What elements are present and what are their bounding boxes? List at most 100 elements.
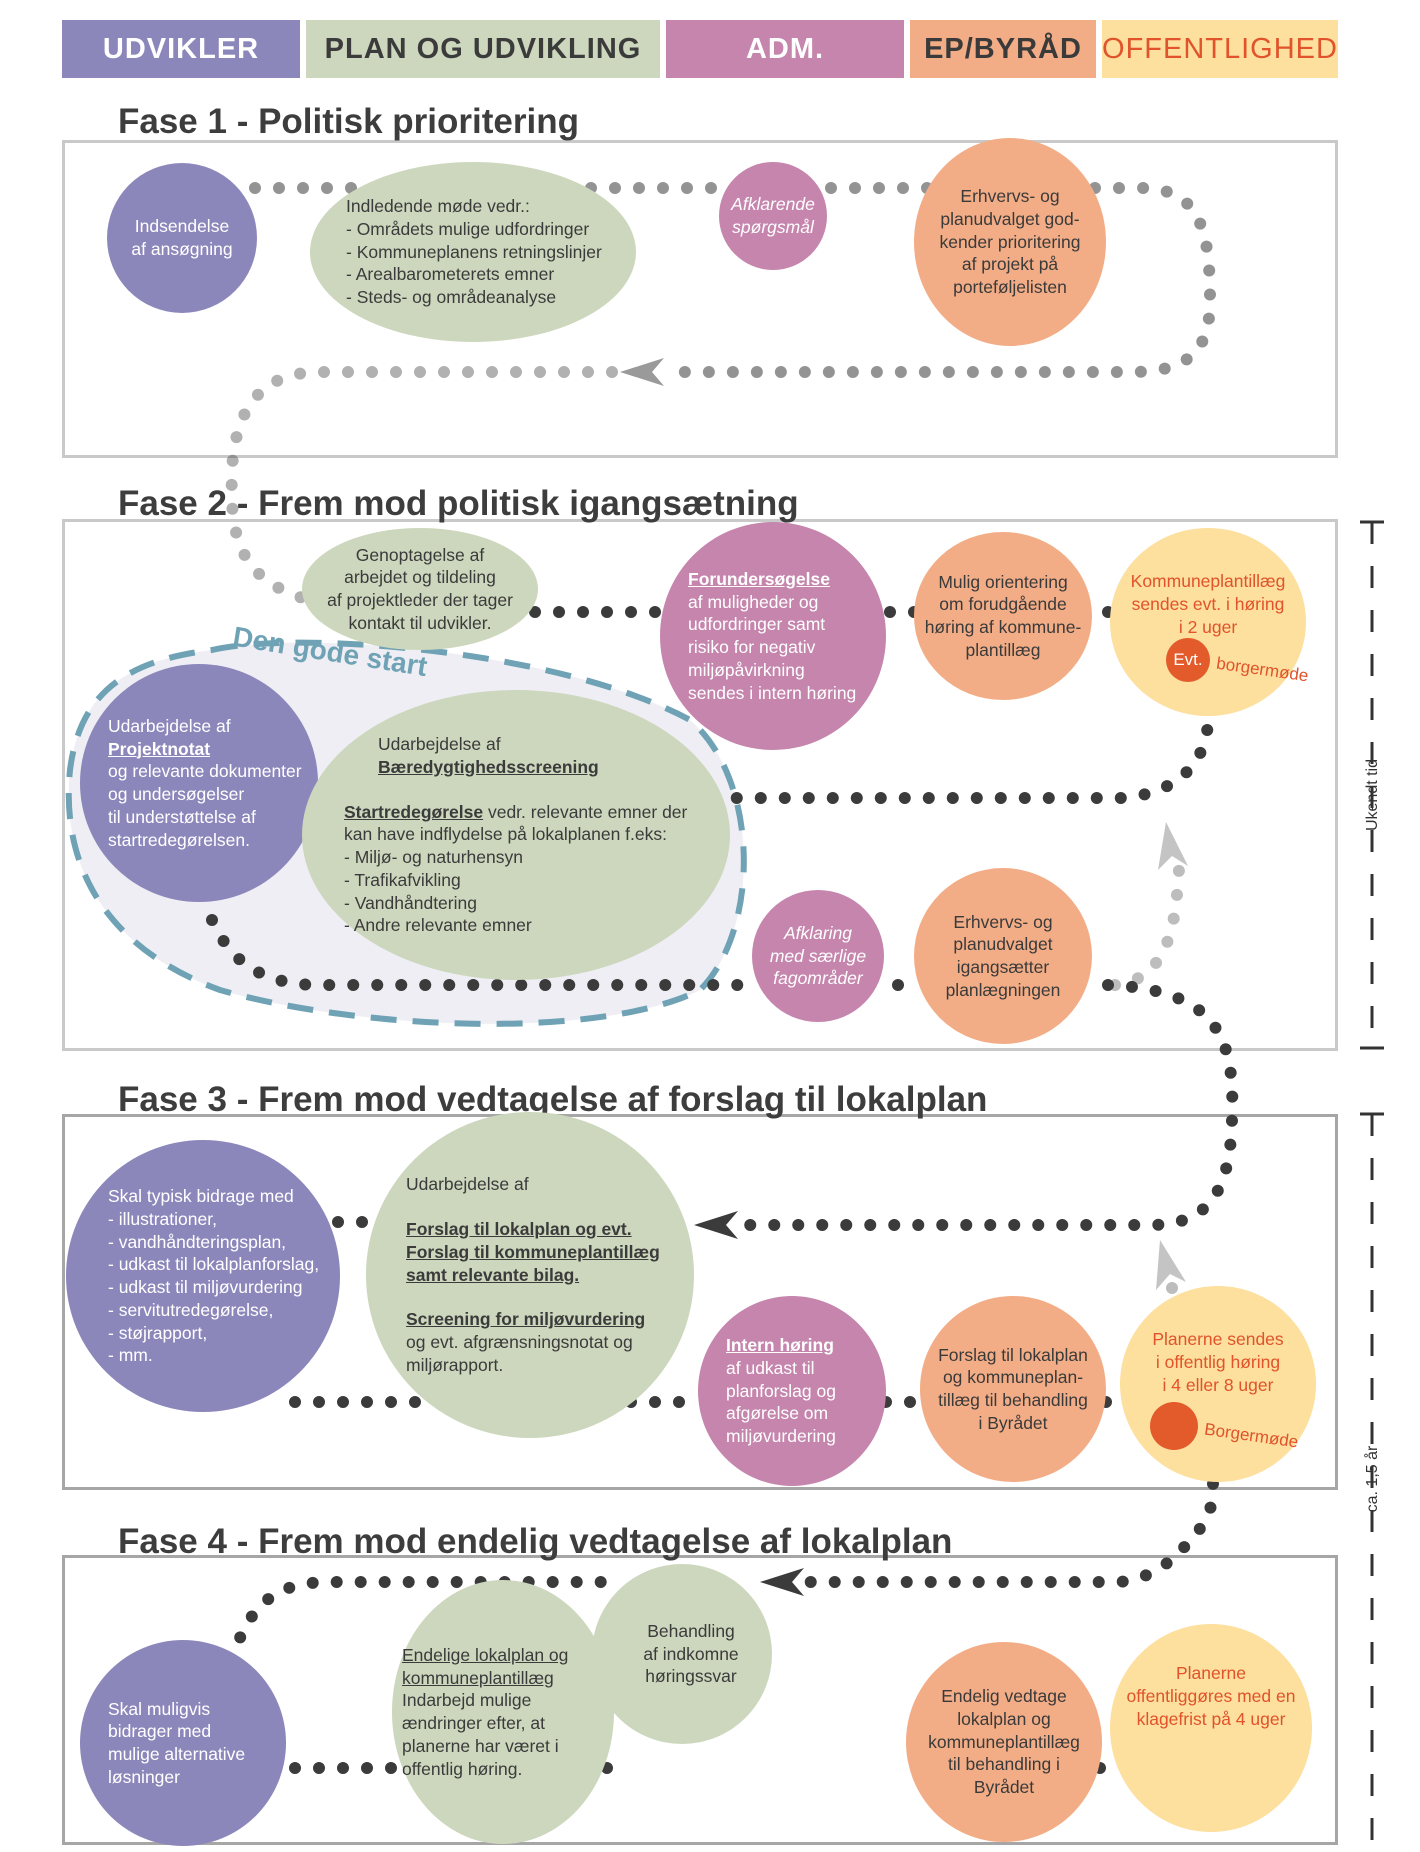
node-erhverv-line-5: porteføljelisten [953,277,1067,298]
node-forundersoegelse-line-1: af muligheder og [688,591,819,612]
node-udarbejdelse-pre: Udarbejdelse af [406,1174,529,1195]
node-startredegoerelse-title: Startredegørelse [344,801,484,822]
node-alternativ-line-3: mulige alternative [108,1744,246,1764]
node-afklarende: Afklarende spørgsmål [719,162,827,270]
node-indledende-line-3: - Kommuneplanens retningslinjer [346,241,602,262]
node-behandling-line-1: Behandling [647,1620,735,1641]
node-mulig-orientering: Mulig orientering om forudgående høring … [914,532,1092,700]
node-intern-line-4: miljøvurdering [726,1426,836,1447]
node-igangsaetter-line-3: igangsætter [956,957,1050,977]
node-genoptagelse-line-1: Genoptagelse af [355,544,485,565]
node-forslag-byraadet: Forslag til lokalplan og kommuneplan- ti… [920,1296,1106,1482]
node-offentlig-line-2: i offentlig høring [1155,1351,1281,1372]
node-genoptagelse: Genoptagelse af arbejdet og tildeling af… [302,528,538,650]
node-offentliggoeres: Planerne offentliggøres med en klagefris… [1110,1624,1312,1832]
node-intern-line-1: af udkast til [726,1357,815,1378]
node-udarbejdelse-forslag: Udarbejdelse af Forslag til lokalplan og… [366,1112,694,1438]
legend-offentlighed: OFFENTLIGHED [1102,20,1338,78]
node-kommuneplantillaeg-line-3: i 2 uger [1178,616,1238,637]
phase-1-box [62,140,1338,458]
node-offentlig-hoering: Planerne sendes i offentlig høring i 4 e… [1120,1286,1316,1482]
legend-adm-label: ADM. [745,32,825,65]
node-vedtage-line-4: til behandling i [948,1754,1060,1775]
legend-ep-label: EP/BYRÅD [924,32,1082,65]
timeline-year-label: ca. 1,5 år [1364,1445,1381,1513]
node-offentliggoeres-line-3: klagefrist på 4 uger [1136,1708,1286,1729]
node-startredegoerelse-rest: vedr. relevante emner der [483,801,688,822]
node-vedtage-line-5: Byrådet [973,1777,1035,1798]
node-endelige-title-1: Endelige lokalplan og [402,1644,569,1665]
node-afklaring-line-1: Afklaring [783,922,853,943]
node-udarbejdelse-title-2: Forslag til kommuneplantillæg [406,1241,660,1262]
node-baeredygtighed-line-3: - Trafikafvikling [344,869,461,890]
node-forundersoegelse-title: Forundersøgelse [688,568,830,589]
node-baeredygtighed-line-1: kan have indflydelse på lokalplanen f.ek… [344,824,667,845]
node-projektnotat: Udarbejdelse af Projektnotat og relevant… [80,664,318,902]
node-bidrag-line-7: - støjrapport, [108,1322,208,1343]
node-bidrag-line-2: - illustrationer, [108,1208,217,1229]
node-orientering-line-3: høring af kommune- [924,617,1082,637]
node-intern-title: Intern høring [726,1335,834,1356]
node-forslag-byraadet-line-3: tillæg til behandling [938,1390,1088,1410]
node-screening-line-1: og evt. afgrænsningsnotat og [406,1332,633,1353]
node-erhverv-line-1: Erhvervs- og [960,186,1060,207]
node-offentliggoeres-line-2: offentliggøres med en [1126,1685,1296,1706]
node-erhverv-line-3: kender prioritering [939,231,1081,252]
node-afklarende-line-1: Afklarende [731,194,815,215]
node-genoptagelse-line-3: af projektleder der tager [327,590,513,610]
node-baeredygtighed-line-4: - Vandhåndtering [344,892,477,913]
node-baeredygtighedsscreening: Udarbejdelse af Bæredygtighedsscreening … [302,690,730,980]
node-indledende-line-1: Indledende møde vedr.: [346,196,530,217]
legend-adm: ADM. [666,20,904,78]
node-orientering-line-2: om forudgående [939,594,1067,615]
node-baeredygtighed-title: Bæredygtighedsscreening [378,756,599,777]
node-projektnotat-line-2: og undersøgelser [108,784,245,804]
node-endelige-line-4: offentlig høring. [402,1758,523,1779]
node-udarbejdelse-title-3: samt relevante bilag. [406,1264,580,1285]
node-screening-line-2: miljørapport. [406,1354,504,1375]
node-bidrag-line-3: - vandhåndteringsplan, [108,1231,287,1252]
node-igangsaetter-line-2: planudvalget [953,934,1053,955]
node-afklaring-line-2: med særlige [769,945,867,966]
node-forundersoegelse: Forundersøgelse af muligheder og udfordr… [660,522,886,750]
node-offentlig-line-3: i 4 eller 8 uger [1162,1374,1274,1395]
node-bidrag-line-4: - udkast til lokalplanforslag, [108,1254,320,1275]
node-endelige-lokalplan: Endelige lokalplan og kommuneplantillæg … [392,1580,614,1844]
node-genoptagelse-line-4: kontakt til udvikler. [348,612,492,633]
node-alternativ-line-4: løsninger [108,1766,180,1787]
phase-1-title: Fase 1 - Politisk prioritering [118,102,579,141]
node-intern-line-3: afgørelse om [726,1403,829,1424]
borgermoede-dot [1150,1402,1198,1450]
node-intern-line-2: planforslag og [726,1380,836,1401]
node-projektnotat-line-1: og relevante dokumenter [108,761,302,782]
node-endelig-vedtage: Endelig vedtage lokalplan og kommuneplan… [906,1642,1102,1842]
node-bidrag-line-8: - mm. [108,1345,153,1366]
node-erhverv-prioritering: Erhvervs- og planudvalget god- kender pr… [914,138,1106,346]
node-behandling-line-2: af indkomne [643,1643,739,1664]
node-baeredygtighed-line-5: - Andre relevante emner [344,915,532,936]
legend-plan-label: PLAN OG UDVIKLING [324,32,642,65]
node-projektnotat-pre: Udarbejdelse af [108,715,231,736]
node-screening-title: Screening for miljøvurdering [406,1309,646,1330]
node-vedtage-line-3: kommuneplantillæg [928,1731,1080,1752]
evt-borgermoede-dot: Evt. [1166,638,1210,682]
node-vedtage-line-2: lokalplan og [957,1708,1051,1729]
node-endelige-line-1: Indarbejd mulige [402,1690,532,1711]
legend-udvikler-label: UDVIKLER [102,32,260,65]
phase-2-title: Fase 2 - Frem mod politisk igangsætning [118,484,799,523]
node-indledende-line-4: - Arealbarometerets emner [346,264,555,285]
legend-plan: PLAN OG UDVIKLING [306,20,660,78]
node-endelige-title-2: kommuneplantillæg [402,1667,554,1688]
node-projektnotat-line-3: til understøttelse af [108,806,256,827]
node-forundersoegelse-line-5: sendes i intern høring [688,682,857,703]
node-behandling-hoeringssvar: Behandling af indkomne høringssvar [592,1564,772,1744]
node-erhverv-line-4: af projekt på [961,254,1059,275]
node-forslag-byraadet-line-1: Forslag til lokalplan [938,1344,1088,1365]
node-startredegoerelse-line: Startredegørelse vedr. relevante emner d… [344,801,730,824]
node-orientering-line-4: plantillæg [965,639,1041,660]
node-forundersoegelse-line-2: udfordringer samt [688,614,826,635]
node-kommuneplantillaeg-line-1: Kommuneplantillæg [1130,571,1286,591]
node-baeredygtighed-pre: Udarbejdelse af [378,734,501,754]
node-behandling-line-3: høringssvar [645,1666,737,1687]
node-afklaring: Afklaring med særlige fagområder [752,890,884,1022]
